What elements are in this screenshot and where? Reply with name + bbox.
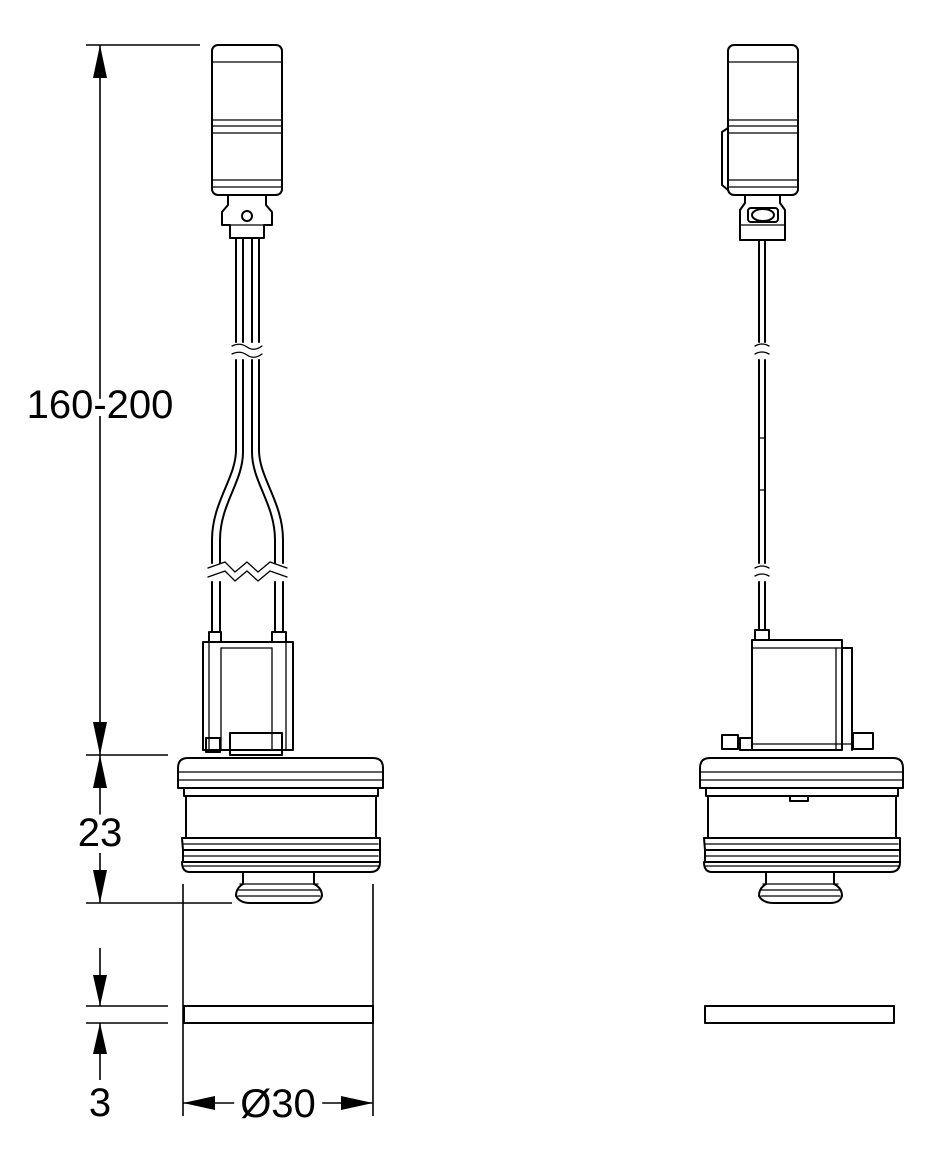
side-view <box>699 44 904 1024</box>
side-connector-plug <box>721 44 799 241</box>
front-wires-split <box>207 359 288 633</box>
dimension-height: 23 <box>71 754 232 904</box>
front-connector-plug <box>211 44 283 239</box>
dimension-length: 160-200 <box>20 44 200 755</box>
side-washer <box>704 1005 895 1024</box>
front-housing <box>202 631 294 756</box>
dimension-thickness-label: 3 <box>89 1081 111 1125</box>
side-wire <box>754 239 770 641</box>
front-wires-upper <box>231 237 263 358</box>
dimension-thickness: 3 <box>86 948 168 1125</box>
front-washer <box>183 1005 374 1024</box>
dimension-height-label: 23 <box>78 811 123 855</box>
dimension-length-label: 160-200 <box>27 383 174 427</box>
dimension-diameter-label: Ø30 <box>240 1082 316 1126</box>
dimension-diameter: Ø30 <box>182 884 374 1134</box>
side-housing <box>721 639 874 751</box>
front-cartridge-body <box>177 757 384 904</box>
side-cartridge-body <box>699 757 904 904</box>
front-view <box>177 44 384 1024</box>
